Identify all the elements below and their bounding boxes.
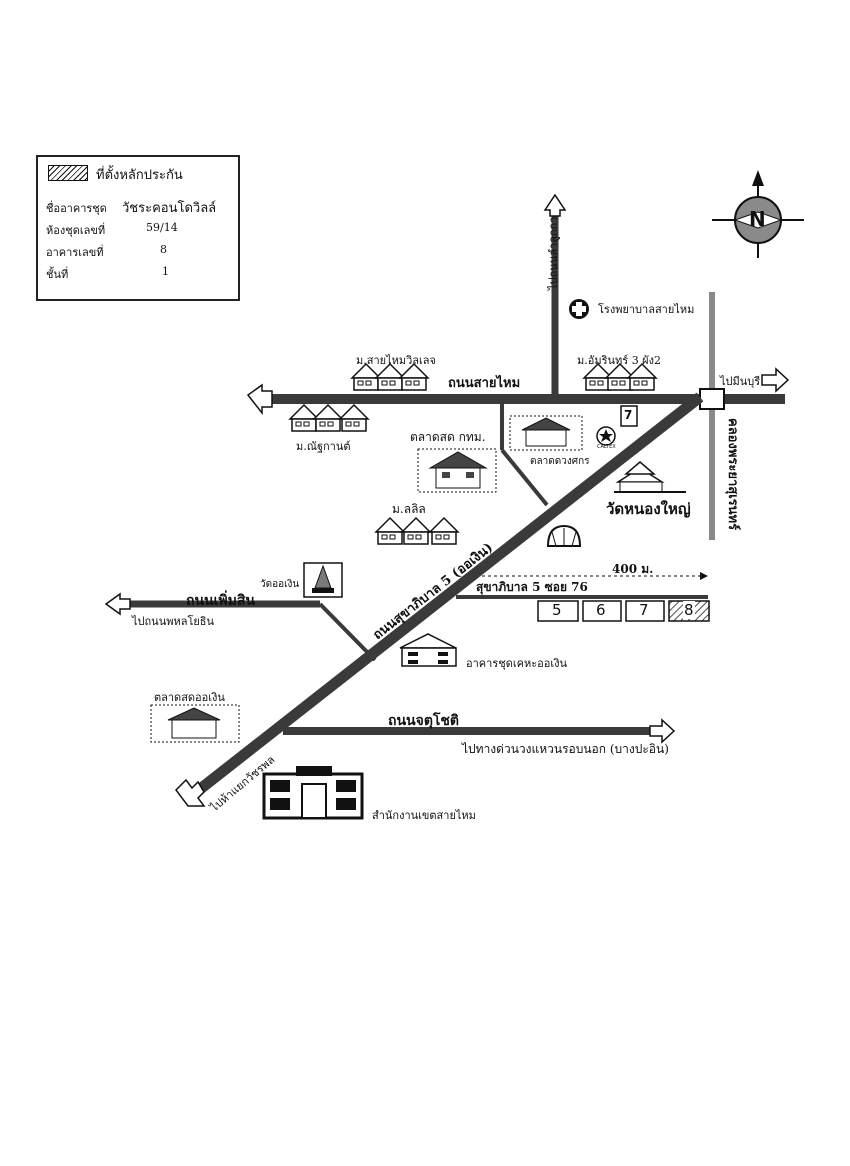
temple-nongyai-icon	[614, 461, 686, 493]
market-duangsakorn-icon	[509, 415, 583, 451]
road-sukhaphiban-5	[186, 392, 704, 802]
legend-row-label: อาคารเลขที่	[46, 246, 104, 259]
road-label-chatuchot: ถนนจตุโชติ	[388, 713, 460, 729]
legend-box: ที่ตั้งหลักประกัน ชื่ออาคารชุด วัชระคอนโ…	[36, 155, 240, 301]
building-number: 7	[639, 601, 649, 619]
building-number: 6	[596, 601, 606, 619]
village-lalil-icon	[375, 517, 459, 545]
district-office-icon	[262, 766, 364, 820]
legend-title: ที่ตั้งหลักประกัน	[96, 168, 183, 183]
village-nattakan-icon	[289, 404, 369, 432]
label-village-nattakan: ม.ณัฐกานต์	[296, 440, 351, 453]
road-chatuchot	[283, 718, 676, 744]
legend-row-value: 1	[162, 265, 169, 278]
label-village-lalil: ม.ลลิล	[392, 502, 426, 516]
road-label-soi-76: สุขาภิบาล 5 ซอย 76	[476, 580, 588, 594]
caltex-icon	[596, 426, 616, 446]
label-wat-nongyai: วัดหนองใหญ่	[606, 500, 691, 518]
hospital-icon	[569, 299, 589, 319]
label-market-ongoen: ตลาดสดออเงิน	[154, 691, 225, 704]
label-market-duangsakorn: ตลาดดวงศกร	[530, 456, 590, 467]
road-label-sai-mai: ถนนสายไหม	[448, 376, 521, 391]
shell-icon	[546, 524, 582, 547]
market-bma-icon	[417, 448, 497, 493]
label-condo: อาคารชุดเคหะออเงิน	[466, 657, 567, 670]
label-market-bma: ตลาดสด กทม.	[410, 430, 486, 444]
label-caltex: CALTEX	[597, 444, 616, 450]
condo-building-icon	[399, 633, 457, 667]
building-number: 5	[552, 601, 562, 619]
canal-label: คลองพระยาสุเรนทร์	[725, 418, 740, 531]
road-phoem-sin	[104, 592, 377, 662]
legend-row-label: ชั้นที่	[46, 268, 69, 281]
legend-row-label: ห้องชุดเลขที่	[46, 224, 106, 237]
label-wat-ongoen: วัดออเงิน	[260, 579, 300, 590]
intersection-marker	[699, 388, 725, 410]
compass-icon	[712, 170, 804, 258]
wat-ongoen-icon	[303, 562, 343, 598]
legend-row-value: 59/14	[146, 221, 178, 234]
legend-row-value: 8	[160, 243, 167, 256]
road-label-phahon: ไปถนนพหลโยธิน	[132, 615, 215, 628]
label-village-saimai: ม.สายไหมวิลเลจ	[356, 354, 436, 367]
building-row	[537, 600, 710, 622]
compass-letter: N	[749, 207, 766, 231]
label-seven-eleven: 7	[624, 408, 633, 422]
road-label-expressway: ไปทางด่วนวงแหวนรอบนอก (บางปะอิน)	[462, 742, 669, 756]
arrow-down-left-icon	[175, 778, 206, 807]
road-to-lamlukka	[543, 193, 567, 400]
market-ongoen-icon	[150, 704, 240, 743]
legend-row-label: ชื่ออาคารชุด	[46, 202, 107, 215]
building-number-target: 8	[683, 601, 695, 619]
road-label-minburi: ไปมีนบุรี	[720, 375, 761, 388]
legend-hatch-swatch	[48, 165, 88, 181]
label-hospital: โรงพยาบาลสายไหม	[598, 303, 695, 316]
road-label-lamlukka: ไปถนนลำลูกกา	[547, 216, 560, 290]
label-district-office: สำนักงานเขตสายไหม	[372, 809, 476, 822]
arrow-right-icon	[761, 367, 790, 393]
seven-eleven-icon	[620, 405, 638, 427]
legend-row-value: วัชระคอนโดวิลล์	[122, 201, 217, 216]
label-village-amarin: ม.อัมรินทร์ 3 ผัง2	[577, 354, 661, 367]
road-label-phoem-sin: ถนนเพิ่มสิน	[186, 593, 255, 609]
distance-label: 400 ม.	[612, 562, 654, 576]
